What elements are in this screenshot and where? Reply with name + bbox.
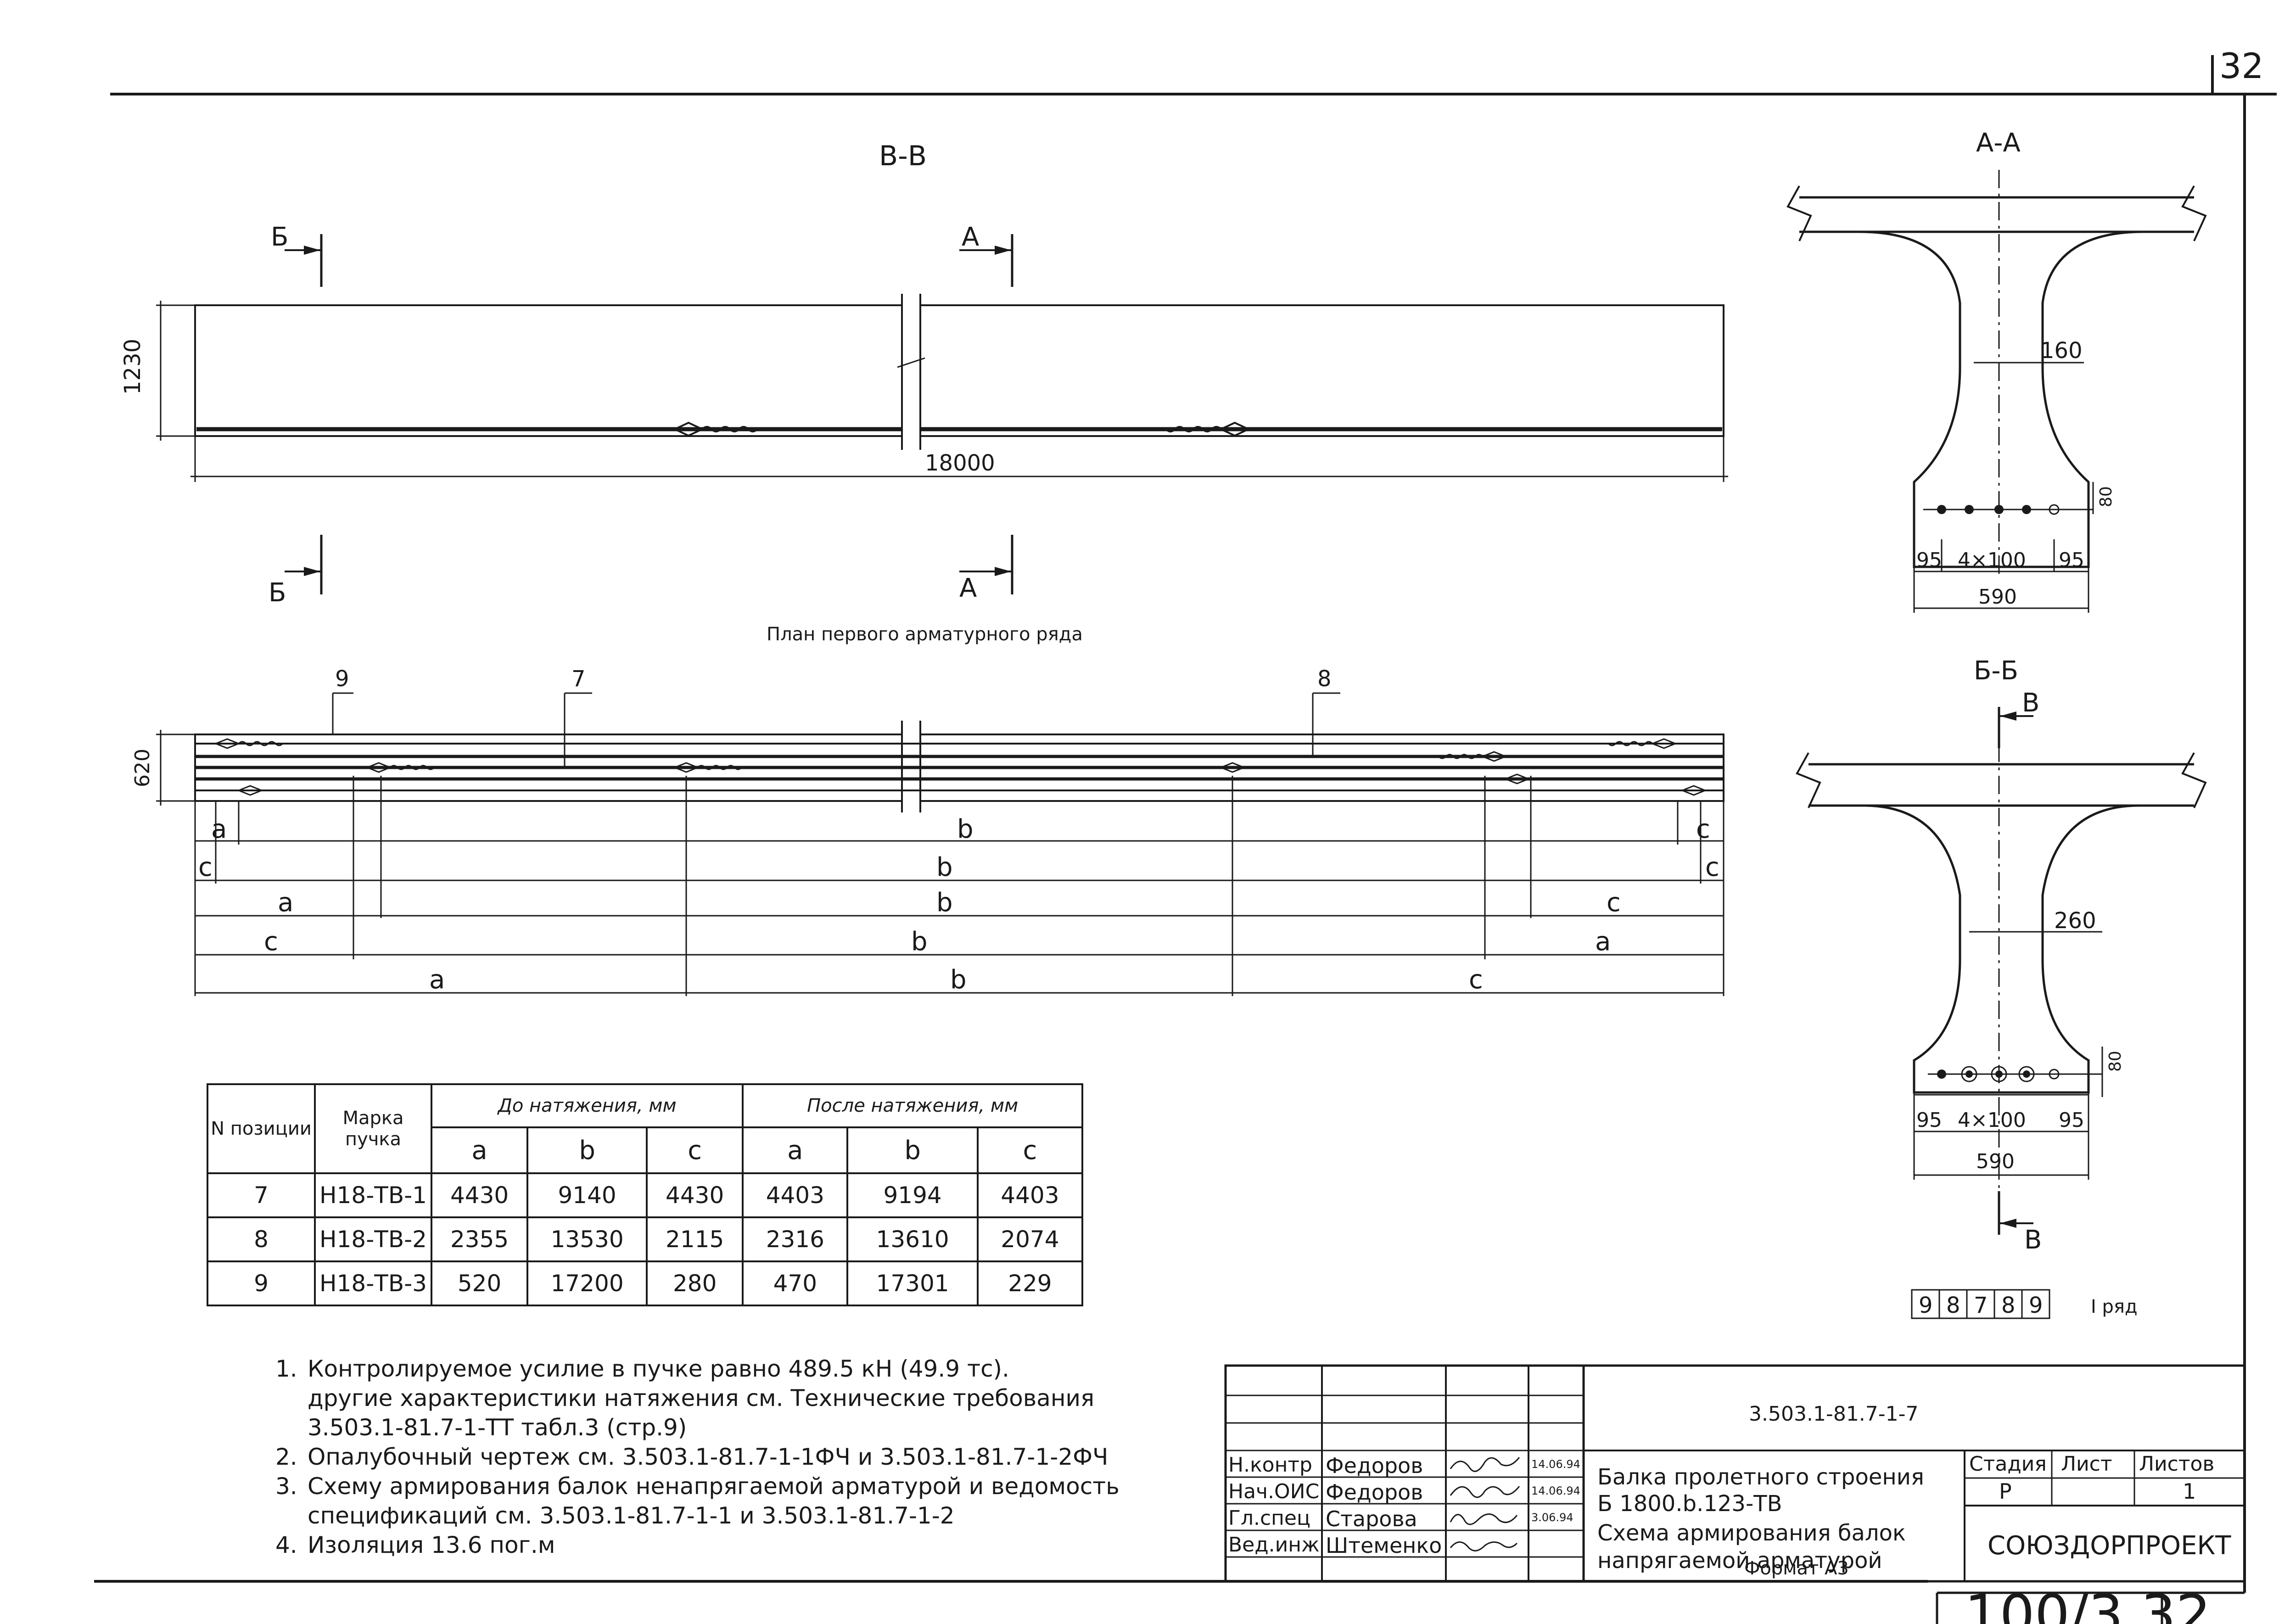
section-bb-sp-right: 95 xyxy=(2059,1109,2084,1132)
callout-7: 7 xyxy=(571,666,586,692)
dim-r2-b: b xyxy=(936,852,953,882)
cut-b-top: Б xyxy=(271,222,288,252)
dim-r4-c: c xyxy=(264,927,278,957)
section-bb-width: 590 xyxy=(1976,1150,2015,1173)
section-bb-sp-left: 95 xyxy=(1916,1109,1942,1132)
section-bb-cut-bottom: В xyxy=(2024,1225,2042,1255)
reinforcement-plan: План первого арматурного ряда 620 xyxy=(131,624,1724,996)
dim-r3-b: b xyxy=(936,888,953,918)
row-cell-1: 9 xyxy=(1919,1293,1933,1318)
title-block xyxy=(1224,1364,2246,1583)
row-cell-2: 8 xyxy=(1946,1293,1960,1318)
cut-a-bottom: А xyxy=(959,573,977,603)
section-aa-title: А-А xyxy=(1976,128,2021,158)
dim-r1-c: c xyxy=(1696,814,1710,844)
page-number: 32 xyxy=(2219,45,2264,86)
dim-r4-a: a xyxy=(1595,927,1611,957)
section-bb-spacing: 4×100 xyxy=(1958,1109,2026,1132)
section-aa: А-А 160 80 95 4×100 95 590 xyxy=(1786,128,2207,613)
callout-8: 8 xyxy=(1317,666,1332,692)
format-label: Формат А3 xyxy=(1744,1558,1849,1579)
plan-width-dim: 620 xyxy=(131,749,154,787)
dim-r3-c: c xyxy=(1607,888,1621,918)
partial-number: 100/3 32 xyxy=(1965,1584,2211,1624)
section-vv-title: В-В xyxy=(879,140,927,172)
section-aa-spacing: 4×100 xyxy=(1958,549,2026,572)
dim-r2-c: c xyxy=(198,852,213,882)
section-aa-sp-right: 95 xyxy=(2059,549,2084,572)
cut-b-bottom: Б xyxy=(269,578,286,608)
dim-r1-a: a xyxy=(211,814,227,844)
section-vv: В-В 1230 18000 Б А Б xyxy=(120,140,1728,608)
section-vv-length: 18000 xyxy=(925,450,995,476)
dim-r5-b: b xyxy=(950,965,967,995)
cut-a-top: А xyxy=(962,222,979,252)
dim-r4-b: b xyxy=(911,927,928,957)
section-aa-sp-left: 95 xyxy=(1916,549,1942,572)
dim-r1-b: b xyxy=(957,814,974,844)
plan-title: План первого арматурного ряда xyxy=(767,624,1083,645)
section-bb-title: Б-Б xyxy=(1974,656,2018,686)
section-bb-web: 260 xyxy=(2054,908,2096,934)
callout-9: 9 xyxy=(335,666,349,692)
dim-r5-a: a xyxy=(429,965,445,995)
section-aa-web: 160 xyxy=(2040,338,2083,364)
section-bb-cut-top: В xyxy=(2022,688,2039,718)
dim-r3-a: a xyxy=(278,888,293,918)
row-cell-4: 8 xyxy=(2001,1293,2016,1318)
row-label: I ряд xyxy=(2091,1296,2138,1317)
section-aa-width: 590 xyxy=(1978,585,2017,609)
section-bb: Б-Б В 260 80 95 4×100 95 590 В xyxy=(1796,656,2207,1319)
row-cell-3: 7 xyxy=(1974,1293,1988,1318)
sheet-frame xyxy=(94,55,2277,1624)
row-legend: 9 8 7 8 9 I ряд xyxy=(1911,1289,2138,1319)
dim-r5-c: c xyxy=(1469,965,1483,995)
section-bb-cover: 80 xyxy=(2106,1051,2125,1072)
section-aa-cover: 80 xyxy=(2097,486,2116,507)
dim-r2-c2: c xyxy=(1705,852,1719,882)
section-vv-height: 1230 xyxy=(120,339,146,395)
row-cell-5: 9 xyxy=(2029,1293,2043,1318)
